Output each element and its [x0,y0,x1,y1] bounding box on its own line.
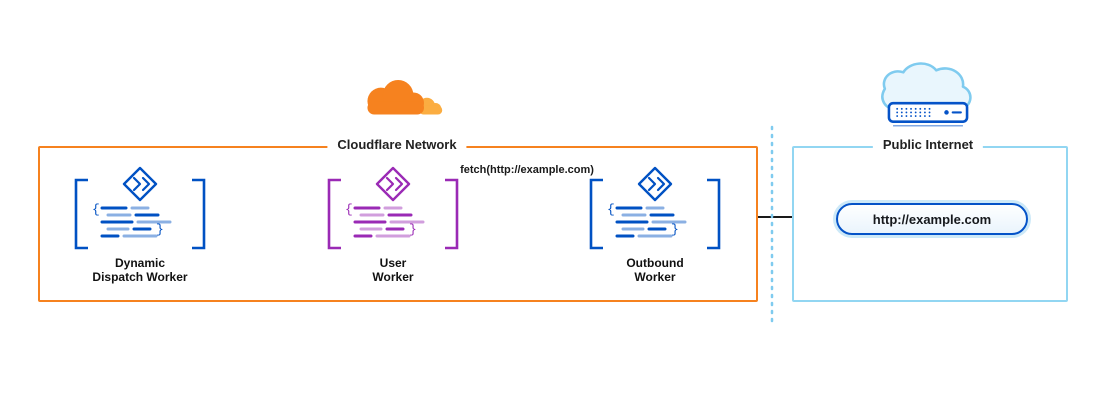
fetch-call-label: fetch(http://example.com) [460,164,594,176]
cloud-outline [881,62,972,111]
svg-text:{: { [345,202,353,217]
public-internet-label: Public Internet [872,137,984,152]
svg-text:}: } [671,222,679,237]
server-box [887,101,969,123]
url-pill: http://example.com [836,203,1028,235]
internet-cloud-server-icon [881,62,972,127]
outbound-worker: { } Outbound Worker [585,164,725,284]
svg-text:{: { [92,202,100,217]
worker-code-icon: { } [327,166,459,250]
worker-label-user: User Worker [372,256,414,284]
dynamic-dispatch-worker: { } Dynamic Dispatch Worker [70,164,210,284]
svg-text:}: } [156,222,164,237]
user-worker: { } User Worker [323,164,463,284]
url-text: http://example.com [872,211,992,227]
worker-code-icon: { } [589,166,721,250]
cloudflare-logo-icon [367,80,443,115]
worker-label-outbound: Outbound Worker [626,256,684,284]
cloudflare-network-label: Cloudflare Network [327,137,467,152]
worker-code-icon: { } [74,166,206,250]
svg-text:{: { [607,202,615,217]
server-vents [896,107,931,117]
worker-label-dynamic-dispatch: Dynamic Dispatch Worker [92,256,188,284]
svg-text:}: } [409,222,417,237]
